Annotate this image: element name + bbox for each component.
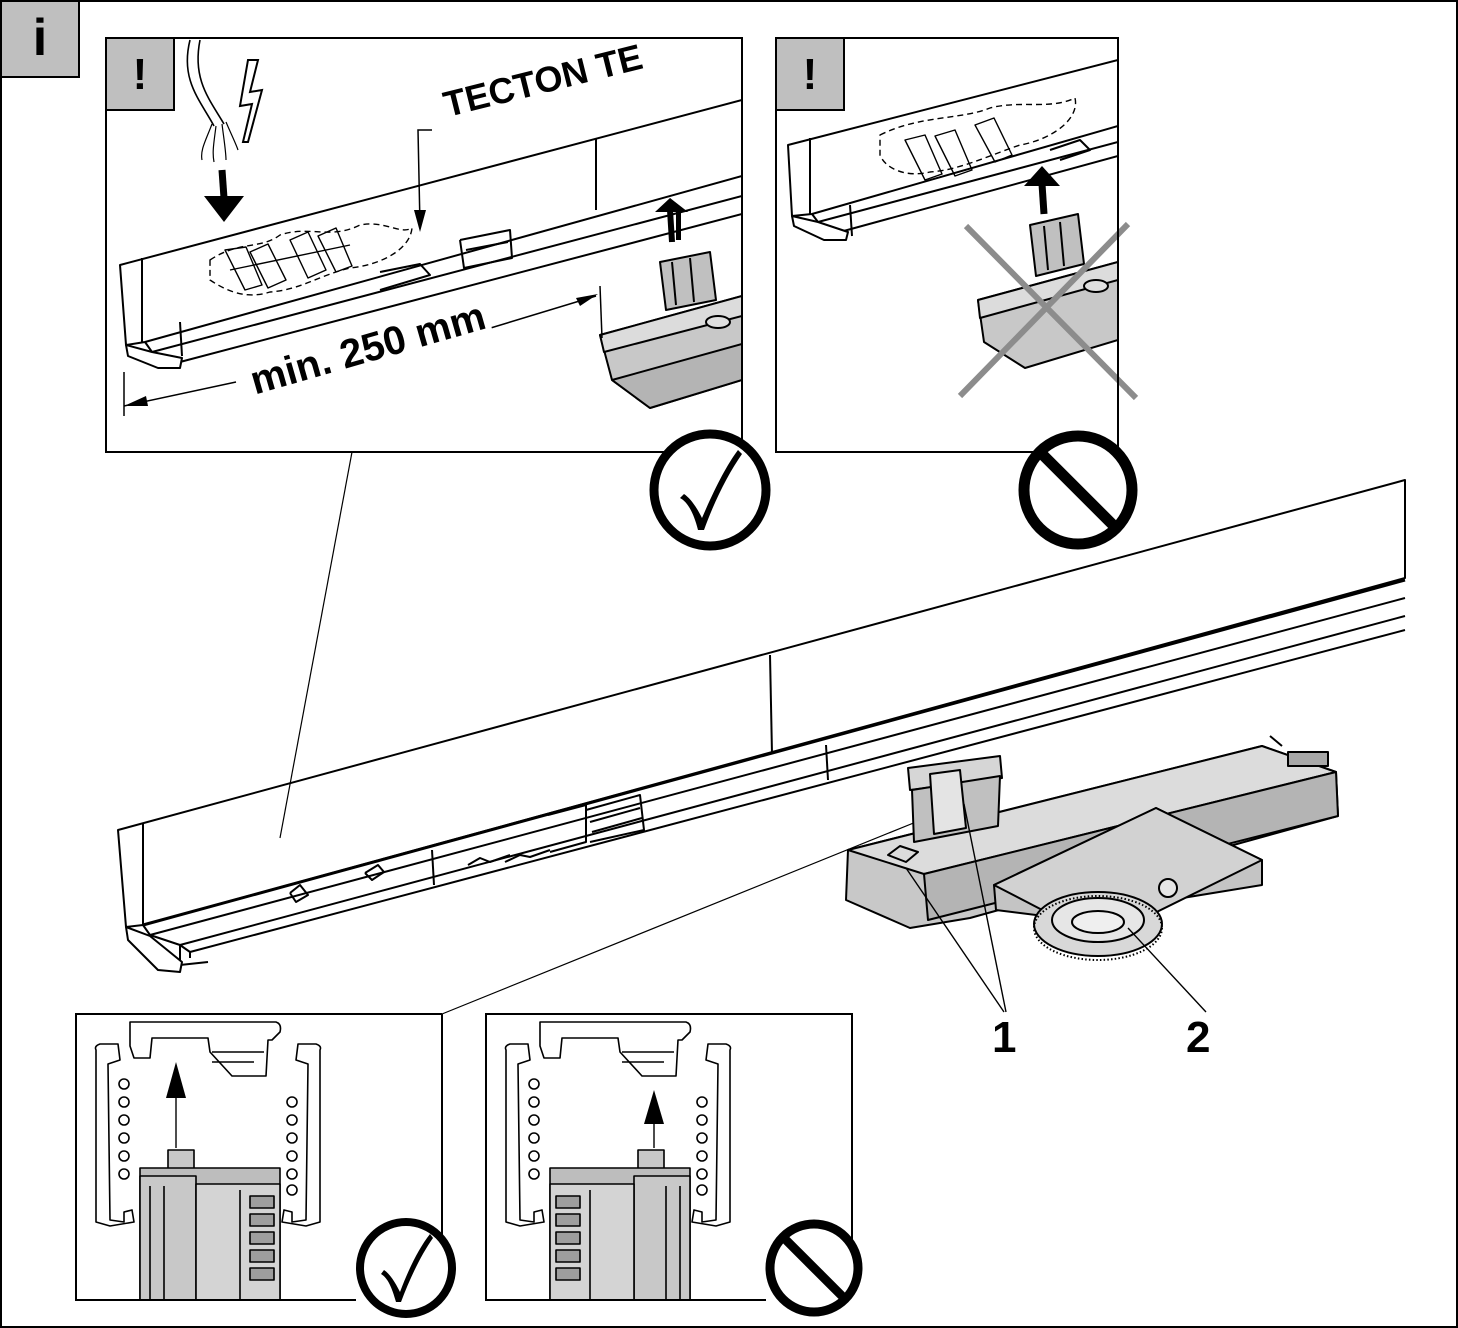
part-label-1: 1 [992, 1013, 1017, 1062]
callout-top-left [105, 37, 743, 453]
check-circle-icon [649, 429, 771, 551]
info-badge-label: i [32, 9, 48, 67]
part-label-2: 2 [1186, 1013, 1211, 1062]
warning-mark: ! [802, 50, 818, 99]
track-adapter-device [845, 735, 1339, 961]
warning-tab-top-left: ! [107, 39, 175, 111]
cross-mark [963, 223, 1139, 401]
prohibited-circle-icon [765, 1219, 863, 1317]
part-leaders [905, 803, 1207, 1013]
prohibited-circle-icon [1018, 430, 1138, 550]
main-track-rail [117, 479, 1406, 973]
leader-line-bottom [441, 821, 917, 1015]
warning-mark: ! [132, 50, 148, 99]
info-badge: i [2, 2, 80, 78]
check-circle-icon [356, 1218, 456, 1318]
warning-tab-top-right: ! [777, 39, 845, 111]
leader-line-top [279, 451, 353, 839]
